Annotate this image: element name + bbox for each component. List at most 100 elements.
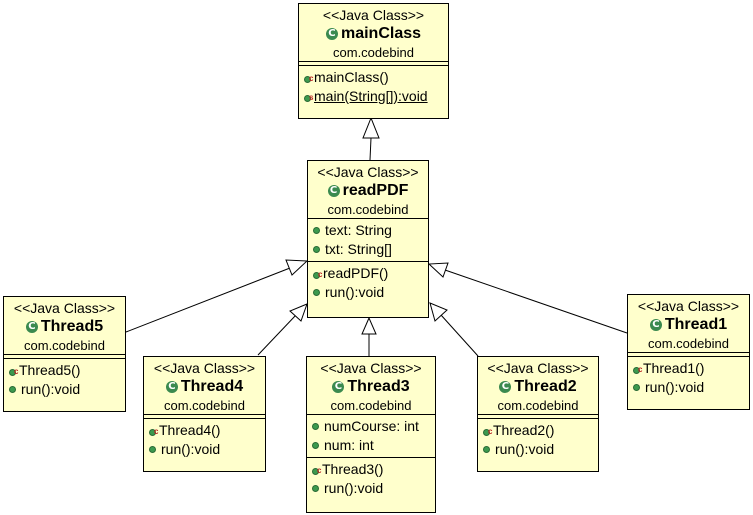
attribute-row[interactable]: numCourse: int	[312, 417, 431, 436]
attributes-compartment: text: String txt: String[]	[308, 219, 428, 261]
arrowhead-Thread1	[427, 262, 449, 278]
class-c-icon: C	[332, 380, 345, 393]
class-name: Thread4	[180, 378, 244, 395]
stereotype-label: <<Java Class>>	[13, 300, 116, 316]
public-dot-icon	[313, 289, 320, 296]
compartment-separator	[4, 354, 125, 359]
edge-Thread2-readPDF	[440, 314, 479, 357]
operation-row[interactable]: run():void	[9, 380, 121, 399]
public-dot-icon	[313, 227, 320, 234]
attribute-row[interactable]: txt: String[]	[313, 240, 424, 259]
public-dot-icon	[312, 442, 319, 449]
arrowhead-Thread2	[429, 302, 448, 322]
public-dot-icon	[312, 485, 319, 492]
package-label: com.codebind	[164, 398, 245, 413]
constructor-marker-icon: c	[312, 464, 322, 476]
public-dot-icon	[149, 446, 156, 453]
package-label: com.codebind	[497, 398, 579, 413]
stereotype-label: <<Java Class>>	[322, 7, 425, 23]
compartment-separator	[299, 61, 448, 66]
class-c-icon: C	[325, 27, 338, 40]
stereotype-label: <<Java Class>>	[487, 360, 589, 376]
class-name: readPDF	[342, 182, 409, 199]
compartment-separator	[307, 457, 435, 458]
class-c-icon: C	[499, 380, 512, 393]
stereotype-label: <<Java Class>>	[317, 164, 419, 180]
class-name: Thread1	[664, 316, 728, 333]
constructor-marker-icon: c	[9, 365, 19, 377]
package-label: com.codebind	[330, 398, 412, 413]
compartment-separator	[308, 261, 428, 262]
arrowhead-Thread5	[285, 259, 309, 276]
class-name: Thread5	[40, 318, 104, 335]
public-dot-icon	[313, 246, 320, 253]
compartment-separator	[144, 414, 265, 419]
operation-row[interactable]: run():void	[313, 283, 424, 302]
stereotype-label: <<Java Class>>	[153, 360, 256, 376]
operation-row[interactable]: run():void	[633, 378, 745, 397]
package-label: com.codebind	[648, 336, 729, 351]
constructor-marker-icon: c	[313, 268, 323, 280]
public-dot-icon	[633, 384, 640, 391]
public-dot-icon	[483, 446, 490, 453]
attributes-compartment: numCourse: int num: int	[307, 415, 435, 457]
constructor-marker-icon: c	[633, 363, 643, 375]
public-dot-icon	[312, 423, 319, 430]
edge-Thread5-readPDF	[125, 267, 291, 333]
compartment-separator	[308, 218, 428, 219]
edge-readPDF-mainClass	[369, 137, 372, 161]
class-c-icon: C	[25, 320, 38, 333]
compartment-separator	[628, 352, 749, 357]
package-label: com.codebind	[327, 202, 409, 217]
operation-row[interactable]: run():void	[149, 440, 261, 459]
edge-Thread1-readPDF	[444, 269, 628, 334]
edge-Thread4-readPDF	[257, 314, 297, 356]
arrowhead-mainClass	[362, 116, 380, 139]
class-c-icon: C	[165, 380, 178, 393]
operation-row[interactable]: run():void	[483, 440, 594, 459]
operation-row[interactable]: run():void	[312, 479, 431, 498]
compartment-separator	[307, 414, 435, 415]
constructor-marker-icon: c	[483, 425, 493, 437]
constructor-marker-icon: c	[304, 72, 314, 84]
static-marker-icon: s	[304, 91, 314, 103]
attribute-row[interactable]: text: String	[313, 221, 424, 240]
constructor-marker-icon: c	[149, 425, 159, 437]
arrowhead-Thread4	[289, 303, 308, 322]
package-label: com.codebind	[333, 45, 414, 60]
arrowhead-Thread3	[361, 316, 377, 335]
package-label: com.codebind	[24, 338, 105, 353]
attribute-row[interactable]: num: int	[312, 436, 431, 455]
stereotype-label: <<Java Class>>	[637, 298, 740, 314]
public-dot-icon	[9, 386, 16, 393]
stereotype-label: <<Java Class>>	[320, 360, 422, 376]
